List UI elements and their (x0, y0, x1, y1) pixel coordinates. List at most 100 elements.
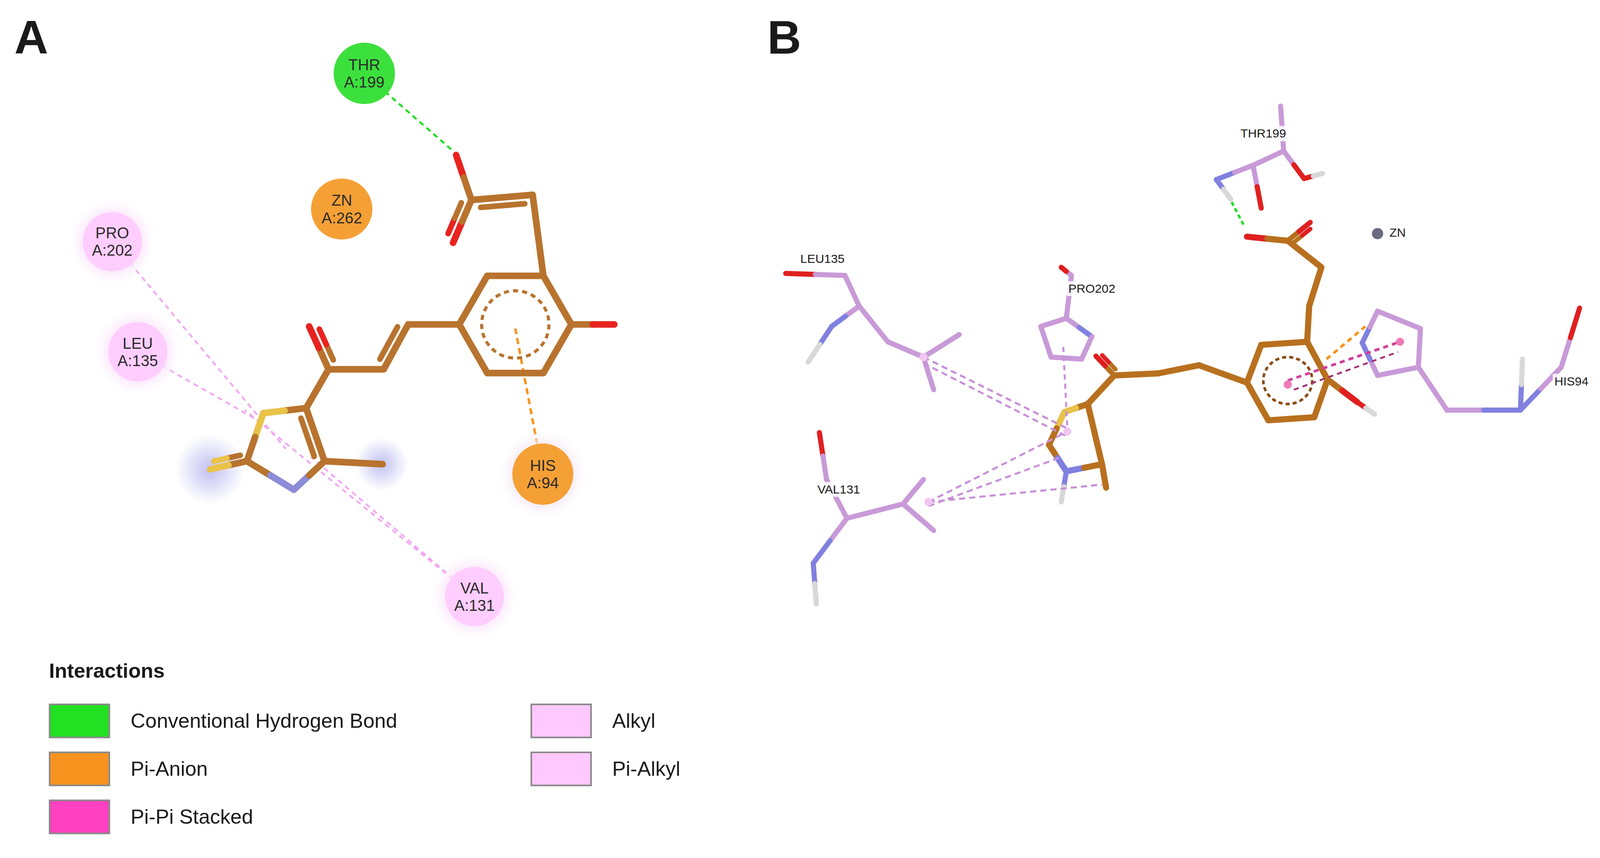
residue-stick (830, 518, 848, 541)
carbonyl-bond (319, 329, 327, 345)
pi-pi-stacked-line (1293, 352, 1398, 391)
legend-swatch (48, 703, 111, 739)
residue-stick (1521, 359, 1523, 385)
legend-label: Alkyl (612, 710, 656, 733)
ligand-bond (501, 194, 533, 198)
thiazole-bond (246, 437, 255, 462)
ligand-bond (532, 194, 538, 236)
ligand-stick (1304, 254, 1322, 268)
residue-stick (1377, 371, 1399, 376)
aromatic-ring-bond (459, 324, 474, 349)
legend-swatch (530, 751, 592, 787)
residue-stick (859, 306, 874, 324)
ligand-stick (1267, 238, 1288, 241)
aromatic-ring-bond (487, 369, 516, 377)
thiazole-bond (254, 413, 264, 438)
hydrogen-bond-line (1231, 202, 1244, 226)
residue-label: HIS A:94 (519, 457, 567, 492)
residue-label: VAL131 (815, 482, 862, 498)
ligand-stick (1366, 408, 1375, 415)
residue-stick (819, 432, 823, 457)
alkyl-line (928, 431, 1068, 503)
ligand-bond (380, 343, 389, 360)
alkyl-line (112, 242, 286, 450)
residue-stick (815, 274, 845, 276)
methyl-bond (353, 463, 383, 465)
pi-anion-line (1326, 326, 1366, 360)
residue-stick (785, 273, 816, 275)
residue-stick (928, 373, 934, 390)
zinc-ion (1372, 228, 1384, 240)
residue-stick (1397, 367, 1419, 372)
solvent-halo (175, 434, 245, 505)
ligand-stick (1198, 365, 1223, 375)
residue-stick (1280, 106, 1283, 129)
residue-label: PRO202 (1066, 281, 1117, 297)
residue-stick (1419, 328, 1421, 349)
residue-circle: THR A:199 (333, 42, 395, 105)
legend-swatch (530, 703, 592, 739)
residue-stick (913, 479, 924, 492)
ligand-bond (502, 203, 525, 206)
residue-stick (822, 456, 827, 480)
centroid-dot (1395, 338, 1404, 347)
residue-stick (1399, 319, 1421, 329)
aromatic-ring-bond (473, 348, 488, 374)
ligand-stick (1246, 236, 1268, 239)
residue-label: ZN A:262 (318, 191, 366, 227)
ligand-stick (1291, 417, 1315, 420)
residue-circle: LEU A:135 (108, 322, 168, 382)
ligand-stick (1268, 419, 1292, 421)
ligand-bond (408, 321, 434, 328)
aromatic-ring-bond (557, 300, 572, 325)
centroid-dot (1283, 380, 1292, 389)
residue-circle: VAL A:131 (444, 567, 505, 627)
residue-stick (873, 323, 888, 342)
ligand-stick (1254, 344, 1262, 364)
residue-label: LEU135 (798, 251, 847, 267)
ligand-stick (1114, 374, 1137, 376)
residue-stick (1561, 338, 1571, 368)
ligand-stick (1087, 404, 1095, 435)
aromatic-ring-bond (515, 272, 544, 280)
drawing-group (112, 73, 1580, 605)
residue-stick (1570, 308, 1580, 338)
pi-alkyl-line (1063, 346, 1068, 429)
aromatic-ring-bond (515, 369, 544, 377)
ligand-stick (1246, 382, 1258, 402)
thione-bond (213, 458, 228, 462)
ion-label: ZN (1387, 225, 1408, 241)
residue-stick (941, 334, 959, 347)
ligand-stick (1284, 342, 1308, 344)
residue-label: HIS94 (1552, 373, 1590, 389)
residue-stick (1234, 165, 1254, 173)
residue-stick (813, 563, 815, 585)
panel-letter: A (14, 14, 49, 61)
residue-stick (1061, 267, 1067, 272)
alkyl-line (923, 363, 1068, 437)
ligand-stick (1317, 360, 1328, 380)
aromatic-ring-bond (543, 275, 558, 301)
residue-label: THR199 (1238, 126, 1288, 142)
residue-stick (1216, 172, 1235, 180)
residue-stick (918, 517, 934, 531)
residue-stick (845, 306, 860, 317)
ligand-stick (1136, 373, 1158, 375)
thiazole-bond (246, 461, 271, 476)
residue-stick (875, 504, 904, 512)
ligand-stick (1102, 355, 1109, 363)
methyl-bond (324, 461, 354, 464)
ligand-stick (1094, 434, 1103, 465)
residue-stick (1253, 165, 1258, 187)
legend-label: Conventional Hydrogen Bond (130, 710, 398, 733)
legend-title: Interactions (48, 661, 165, 682)
legend-swatch (48, 800, 111, 835)
alkyl-line (244, 410, 475, 598)
aromatic-ring-bond (557, 324, 572, 349)
residue-stick (836, 499, 847, 519)
residue-label: PRO A:202 (89, 224, 136, 260)
centroid-dot (1063, 427, 1072, 436)
residue-stick (1283, 150, 1294, 165)
aromatic-ring-circle (1263, 357, 1312, 405)
